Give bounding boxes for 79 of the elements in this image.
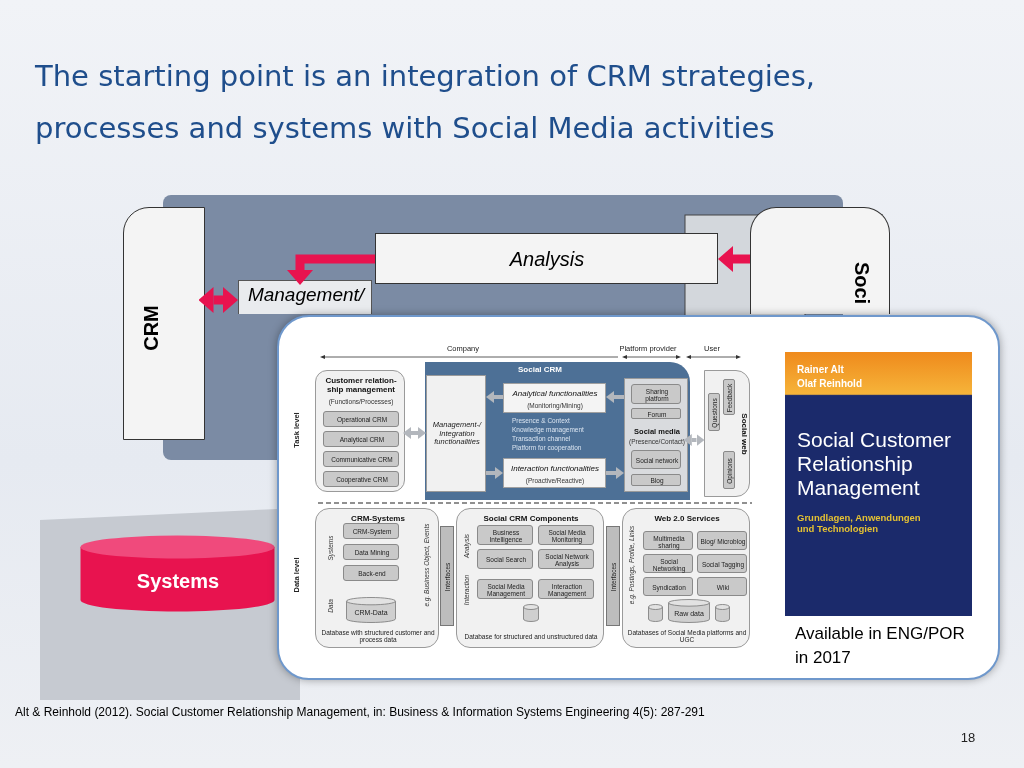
panel-heading: Social web <box>739 413 749 455</box>
panel-heading: Soci <box>849 261 873 305</box>
panel-heading: Management/ <box>247 284 365 306</box>
panel-heading: Customer relation- ship management <box>324 375 398 395</box>
functionality-bar <box>503 458 606 488</box>
panel-heading: CRM-Systems <box>351 514 405 524</box>
component-box <box>708 393 720 431</box>
crm-functions-panel <box>315 370 405 492</box>
cylinder-label: Systems <box>136 569 220 593</box>
database-cylinder <box>648 604 663 622</box>
component-box <box>697 531 747 550</box>
database-cylinder <box>346 597 396 623</box>
arrow <box>718 246 750 272</box>
slide-title: The starting point is an integration of CRM strategies, processes and systems with Social Media activities <box>35 58 817 147</box>
social-media-panel <box>624 378 688 492</box>
social-crm-band <box>425 362 690 500</box>
component-box <box>323 411 399 427</box>
panel-heading: Web 2.0 Services <box>654 514 720 524</box>
component-box <box>343 544 399 560</box>
interface-bar <box>440 526 454 626</box>
component-box <box>697 554 747 573</box>
social-panel <box>750 207 890 314</box>
author-name: Olaf Reinhold <box>797 378 862 390</box>
component-box <box>643 577 693 596</box>
arrow <box>606 467 624 479</box>
availability-note: Available in ENG/POR in 2017 <box>795 623 966 669</box>
database-cylinder <box>668 599 710 623</box>
component-box <box>723 379 735 415</box>
component-box <box>477 525 533 545</box>
component-box <box>631 450 681 469</box>
functionality-bar <box>503 383 606 413</box>
panel-heading: CRM <box>139 305 163 351</box>
database-cylinder <box>523 604 539 622</box>
arrow <box>403 427 426 439</box>
component-box <box>343 565 399 581</box>
book-cover <box>785 352 972 616</box>
bar-label: Analysis <box>509 247 585 271</box>
component-box <box>643 531 693 550</box>
database-cylinder <box>80 535 275 612</box>
bar-label: Analytical functionalities <box>512 389 598 399</box>
arrow <box>198 287 238 313</box>
integration-panel <box>238 280 372 314</box>
component-box <box>477 579 533 599</box>
interface-bar <box>606 526 620 626</box>
arrow <box>606 391 624 403</box>
arrow <box>683 434 705 446</box>
component-box <box>643 554 693 573</box>
panel-heading: Social CRM Components <box>483 514 579 524</box>
component-box <box>538 525 594 545</box>
component-box <box>697 577 747 596</box>
bar-label: Interaction functionalities <box>510 464 600 474</box>
arrow <box>486 391 503 403</box>
component-box <box>323 451 399 467</box>
social-web-panel <box>704 370 750 497</box>
component-box <box>538 549 594 569</box>
component-box <box>631 384 681 404</box>
system-panel <box>622 508 750 648</box>
author-name: Rainer Alt <box>797 364 844 376</box>
book-title: Social Customer Relationship Management <box>797 427 953 501</box>
crm-panel <box>123 207 205 440</box>
component-box <box>631 408 681 419</box>
component-box <box>477 549 533 569</box>
citation: Alt & Reinhold (2012). Social Customer Relationship Management, in: Business & Information Systems Engineering 4(5): 287-291 <box>15 705 706 720</box>
database-cylinder <box>715 604 730 622</box>
component-box <box>723 451 735 489</box>
page-number: 18 <box>960 730 976 746</box>
component-box <box>323 471 399 487</box>
component-box <box>538 579 594 599</box>
component-box <box>631 474 681 486</box>
component-box <box>323 431 399 447</box>
arrow <box>486 467 503 479</box>
band-heading: Social CRM <box>518 365 562 375</box>
arrow <box>287 254 375 285</box>
integration-panel <box>426 375 486 492</box>
book-subtitle: Grundlagen, Anwendungen und Technologien <box>797 513 922 535</box>
analysis-bar <box>375 233 718 284</box>
system-panel <box>456 508 604 648</box>
system-panel <box>315 508 439 648</box>
component-box <box>343 523 399 539</box>
